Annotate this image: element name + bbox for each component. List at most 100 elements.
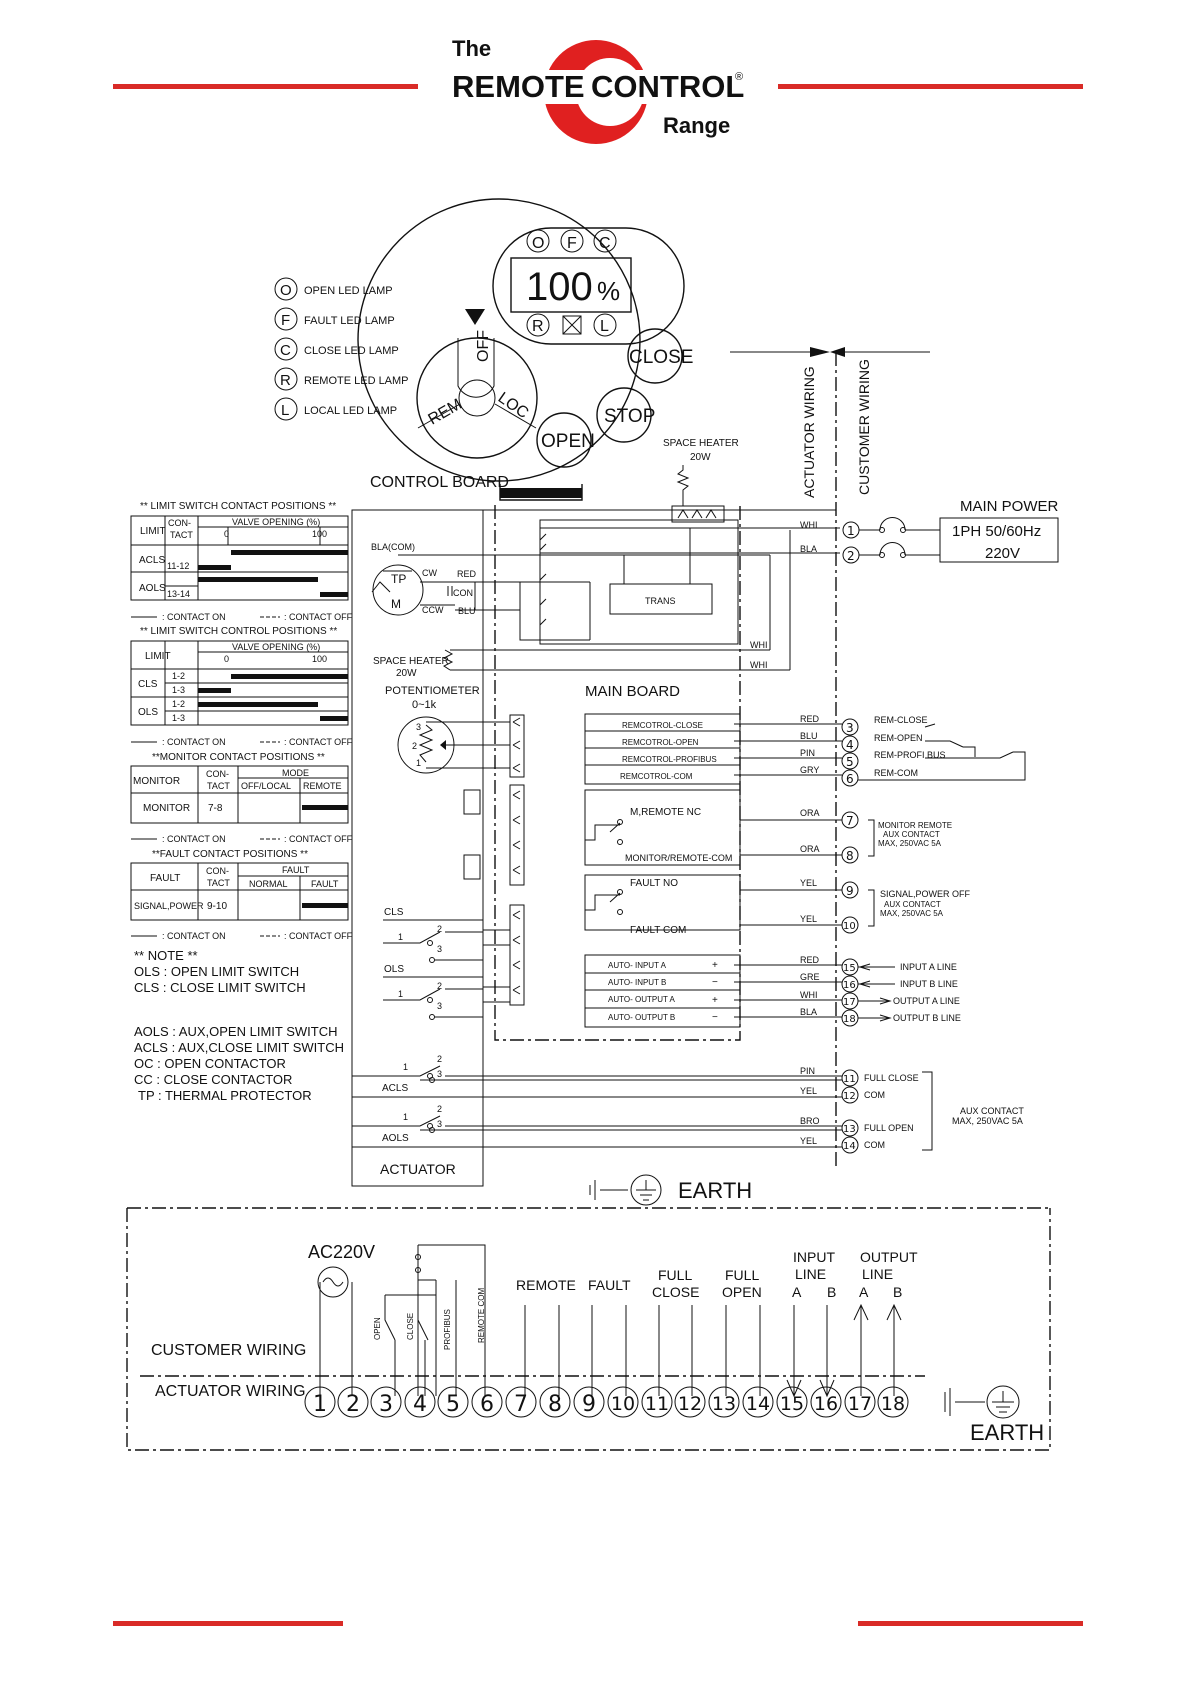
selector-off: OFF [475,330,492,362]
svg-text:LINE: LINE [862,1266,893,1282]
terminal-row: 1 2 3 4 5 6 7 8 9 10 11 12 13 1 [304,1386,909,1418]
svg-text:SPACE HEATER: SPACE HEATER [663,438,739,449]
footer-rule-right [858,1621,1083,1626]
svg-text:TP: TP [391,572,406,586]
customer-wiring-label: CUSTOMER WIRING [856,359,872,495]
actuator-label: ACTUATOR [380,1161,456,1177]
svg-text:INPUT: INPUT [793,1249,835,1265]
svg-text:20W: 20W [690,452,711,463]
selector-knob[interactable] [416,337,538,459]
svg-text:3: 3 [846,721,854,735]
strip-terminal-17 [844,1386,876,1418]
main-power-breaker-icon [879,517,906,556]
svg-text:0: 0 [224,654,229,664]
svg-text:1: 1 [403,1062,408,1072]
lamp-f-icon [560,229,584,253]
svg-text:+: + [712,960,718,971]
stop-button-label: STOP [604,406,655,427]
stop-button[interactable] [596,387,652,443]
svg-text:WHI: WHI [800,990,818,1000]
svg-text:OUTPUT: OUTPUT [860,1249,918,1265]
svg-text:POTENTIOMETER: POTENTIOMETER [385,685,480,697]
svg-text:CON-: CON- [168,518,191,528]
svg-text:AOLS : AUX,OPEN LIMIT SWITCH: AOLS : AUX,OPEN LIMIT SWITCH [134,1024,337,1039]
svg-text:20W: 20W [396,668,417,679]
transformer [609,583,713,615]
terminal-14 [841,1136,859,1154]
svg-text:PROFIBUS: PROFIBUS [443,1309,452,1350]
svg-text:MODE: MODE [282,768,309,778]
logo-the: The [452,36,491,61]
svg-text:REMOTE: REMOTE [303,781,342,791]
svg-text:FAULT COM: FAULT COM [630,925,686,936]
svg-text:OPEN: OPEN [373,1317,382,1340]
strip-earth-icon [944,1388,985,1416]
svg-text:AUTO- INPUT B: AUTO- INPUT B [608,978,666,987]
svg-text:VALVE OPENING (%): VALVE OPENING (%) [232,642,320,652]
close-button[interactable] [627,328,683,384]
svg-text:ACLS : AUX,CLOSE LIMIT SWITCH: ACLS : AUX,CLOSE LIMIT SWITCH [134,1040,344,1055]
svg-text:INPUT B LINE: INPUT B LINE [900,979,958,989]
open-button[interactable] [536,412,592,468]
strip-terminal-3 [370,1386,402,1418]
svg-text:SIGNAL,POWER: SIGNAL,POWER [134,901,204,911]
logo-reg: ® [735,71,743,83]
svg-text:18: 18 [881,1393,905,1415]
svg-text:8: 8 [548,1392,562,1417]
legend-close-led: CLOSE LED LAMP [304,345,399,357]
svg-text:−: − [712,1012,718,1023]
svg-text:6: 6 [846,772,854,786]
svg-text:A: A [792,1284,802,1300]
terminal-10 [841,916,859,934]
svg-text:: CONTACT OFF: : CONTACT OFF [284,834,353,844]
svg-text:CLS: CLS [138,679,158,690]
svg-text:AUTO- OUTPUT A: AUTO- OUTPUT A [608,995,675,1004]
svg-text:CLS : CLOSE LIMIT SWITCH: CLS : CLOSE LIMIT SWITCH [134,980,306,995]
svg-text:16: 16 [843,980,856,991]
svg-text:13: 13 [843,1124,856,1135]
svg-text:: CONTACT ON: : CONTACT ON [162,931,226,941]
svg-text:CW: CW [422,568,437,578]
svg-text:LIMIT: LIMIT [145,651,171,662]
svg-text:OPEN: OPEN [722,1284,762,1300]
svg-text:0~1k: 0~1k [412,699,437,711]
svg-text:AUX CONTACT: AUX CONTACT [884,900,941,909]
strip-terminal-8 [539,1386,571,1418]
terminal-5 [841,752,859,770]
svg-text:7: 7 [514,1392,528,1417]
display-value: 100 [526,265,593,309]
header-rule-left [113,84,418,89]
monitor-contact-table: **MONITOR CONTACT POSITIONS ** MONITOR C… [130,752,353,844]
svg-text:OLS: OLS [384,964,404,975]
svg-text:ACLS: ACLS [139,555,165,566]
svg-text:9: 9 [582,1392,596,1417]
svg-text:1: 1 [398,989,403,999]
svg-text:AUX CONTACT: AUX CONTACT [883,830,940,839]
svg-text:OLS: OLS [138,707,158,718]
svg-text:SIGNAL,POWER OFF: SIGNAL,POWER OFF [880,889,971,899]
svg-text:TACT: TACT [207,781,230,791]
svg-text:MAX, 250VAC 5A: MAX, 250VAC 5A [880,909,944,918]
svg-text:5: 5 [446,1392,460,1417]
svg-text:1-3: 1-3 [172,713,185,723]
svg-text:YEL: YEL [800,914,817,924]
svg-text:REM-OPEN: REM-OPEN [874,733,923,743]
svg-text:+: + [712,995,718,1006]
selector-pointer-icon [465,309,485,325]
svg-text:AOLS: AOLS [382,1133,409,1144]
svg-text:3: 3 [437,1119,442,1129]
svg-text:INPUT A LINE: INPUT A LINE [900,962,957,972]
svg-text:1: 1 [313,1392,327,1417]
svg-text:2: 2 [437,1054,442,1064]
svg-text:B: B [893,1284,902,1300]
svg-text:CLOSE: CLOSE [652,1284,699,1300]
display-window [510,257,632,313]
svg-text:3: 3 [437,1001,442,1011]
selector-rem: REM [426,396,465,429]
svg-text:A: A [859,1284,869,1300]
legend-r-icon [274,367,298,391]
close-button-label: CLOSE [629,347,693,368]
control-head: CONTROL BOARD 100 % O F C R L OFF REM LO… [357,198,693,501]
svg-text:**MONITOR CONTACT POSITIONS **: **MONITOR CONTACT POSITIONS ** [152,752,325,763]
svg-text:RED: RED [457,569,477,579]
